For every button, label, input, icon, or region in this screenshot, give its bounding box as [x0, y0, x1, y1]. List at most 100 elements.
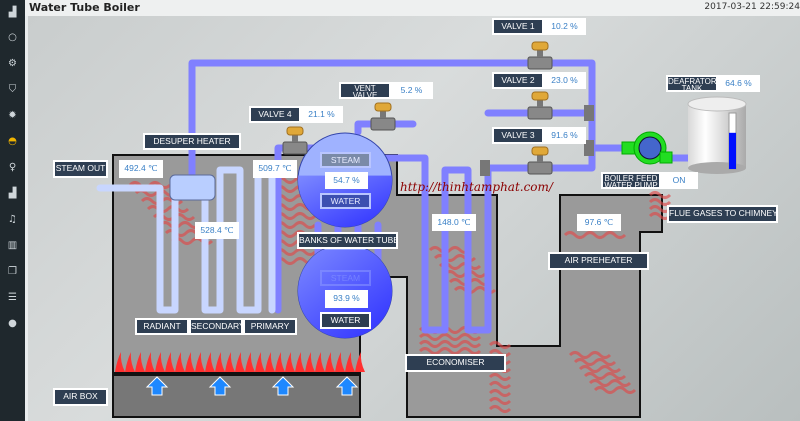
deaerator-tank [687, 96, 747, 174]
factory-icon[interactable]: ▟ [8, 188, 17, 199]
flame-icon [285, 352, 295, 372]
heat-wave [568, 351, 612, 359]
flames [115, 352, 365, 372]
valve-icon[interactable] [282, 126, 308, 155]
heat-wave [648, 198, 672, 206]
vent-valve-value: 5.2 % [390, 82, 433, 99]
valves [282, 41, 553, 175]
copy-icon[interactable]: ❐ [8, 266, 17, 277]
heat-wave [488, 397, 512, 405]
radiant-label: RADIANT [135, 318, 189, 335]
mud-drum-water-label: WATER [320, 312, 371, 329]
arrow-up-icon [208, 376, 232, 396]
heat-wave [418, 340, 482, 348]
flame-icon [325, 352, 335, 372]
airflow-arrows [145, 376, 359, 396]
database-icon[interactable]: ☰ [8, 292, 17, 303]
valve-icon[interactable] [527, 41, 553, 70]
flame-icon [235, 352, 245, 372]
heat-wave [578, 365, 622, 373]
flame-icon [275, 352, 285, 372]
flame-icon [225, 352, 235, 372]
secondary-label: SECONDARY [189, 318, 243, 335]
mud-drum-level: 93.9 % [325, 290, 368, 308]
arrow-up-icon [271, 376, 295, 396]
heat-wave [158, 221, 202, 229]
steam-out-label: STEAM OUT [53, 160, 108, 178]
valve-3-value: 91.6 % [543, 127, 586, 144]
valve-4-label: VALVE 4 [249, 106, 301, 123]
info-icon[interactable]: ● [8, 318, 17, 329]
lightbulb-icon[interactable]: ♀ [8, 162, 17, 173]
bell-icon[interactable]: ♫ [8, 214, 17, 225]
flame-icon [205, 352, 215, 372]
flame-icon [215, 352, 225, 372]
valve-3-label: VALVE 3 [492, 127, 544, 144]
flame-icon [185, 352, 195, 372]
valve-1-label: VALVE 1 [492, 18, 544, 35]
flue-gases-label: FLUE GASES TO CHIMNEY [667, 205, 778, 223]
heat-wave [273, 248, 317, 256]
heat-wave [573, 358, 617, 366]
steam-drum-water-label: WATER [320, 193, 371, 209]
desuper-heater-vessel [169, 174, 216, 201]
flame-icon [115, 352, 125, 372]
circle-icon[interactable]: ○ [8, 32, 17, 43]
valve-1-value: 10.2 % [543, 18, 586, 35]
watermark: http://thinhtamphat.com/ [400, 180, 553, 194]
heat-wave [588, 379, 632, 387]
flame-icon [265, 352, 275, 372]
flame-icon [195, 352, 205, 372]
flame-icon [145, 352, 155, 372]
steam-drum-level: 54.7 % [325, 172, 368, 189]
mud-drum-steam-label: STEAM [320, 270, 371, 286]
heat-wave [488, 389, 512, 397]
valve-2-value: 23.0 % [543, 72, 586, 89]
air-box-label: AIR BOX [53, 388, 108, 406]
air-preheater-label: AIR PREHEATER [548, 252, 649, 270]
valve-icon[interactable] [527, 91, 553, 120]
cogs-icon[interactable]: ⚙ [8, 58, 17, 69]
flame-icon [155, 352, 165, 372]
heat-wave [488, 373, 512, 381]
heat-wave [488, 349, 512, 357]
flame-icon [305, 352, 315, 372]
heat-wave [428, 246, 472, 254]
pump-status[interactable]: ON [660, 172, 698, 189]
flame-icon [135, 352, 145, 372]
valve-4-value: 21.1 % [300, 106, 343, 123]
page-title: Water Tube Boiler [29, 1, 140, 14]
banks-of-water-tube-label: BANKS OF WATER TUBE [297, 232, 398, 249]
gear-icon[interactable]: ✹ [8, 110, 17, 121]
valve-icon[interactable] [370, 102, 396, 131]
heat-wave [583, 372, 627, 380]
economiser-label: ECONOMISER [405, 354, 506, 372]
flame-icon [315, 352, 325, 372]
heat-wave [648, 191, 672, 199]
timestamp: 2017-03-21 22:59:24 [704, 2, 800, 12]
primary-label: PRIMARY [243, 318, 297, 335]
arrow-up-icon [335, 376, 359, 396]
shield-icon[interactable]: ⛉ [8, 84, 17, 95]
pump-icon [621, 131, 673, 165]
heat-wave [563, 231, 627, 239]
bar-chart-icon[interactable]: ▥ [7, 240, 18, 251]
factory-icon[interactable]: ▟ [8, 7, 17, 18]
superheater-temp: 509.7 ℃ [253, 160, 297, 178]
dashboard-icon[interactable]: ◓ [8, 136, 17, 147]
heat-wave [146, 205, 190, 213]
economiser-temp: 148.0 ℃ [432, 214, 476, 231]
secondary-temp: 528.4 ℃ [195, 222, 239, 239]
heat-wave [488, 341, 512, 349]
heat-wave [488, 381, 512, 389]
valve-icon[interactable] [527, 146, 553, 175]
air-box [112, 374, 361, 418]
valve-2-label: VALVE 2 [492, 72, 544, 89]
flame-icon [295, 352, 305, 372]
flame-icon [345, 352, 355, 372]
flame-icon [125, 352, 135, 372]
sidebar: ▟ ○ ⚙ ⛉ ✹ ◓ ♀ ▟ ♫ ▥ ❐ ☰ ● [0, 0, 25, 421]
